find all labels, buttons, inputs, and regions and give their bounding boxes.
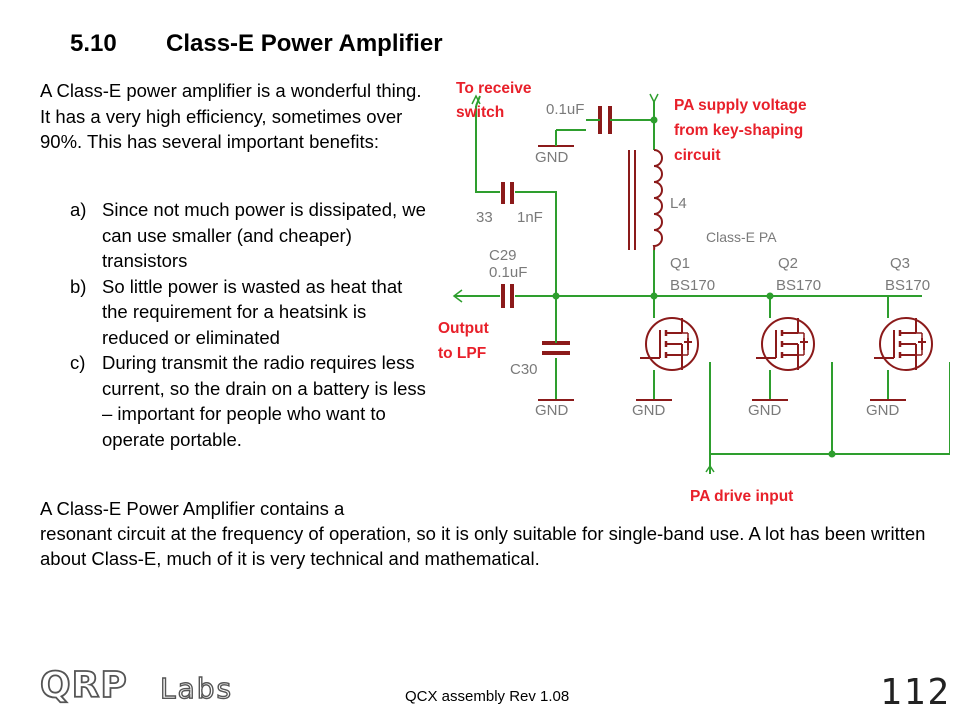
- receive-switch-label: To receive: [456, 80, 532, 97]
- c30-label: C30: [510, 361, 538, 378]
- list-item-text: Since not much power is dissipated, we c…: [102, 199, 426, 271]
- cap-top-value: 0.1uF: [546, 101, 584, 118]
- supply-voltage-label: from key-shaping: [674, 122, 803, 139]
- class-e-pa-label: Class-E PA: [706, 229, 777, 245]
- gnd-label: GND: [632, 402, 666, 419]
- q3-label: Q3: [890, 255, 910, 272]
- body-paragraph-rest: resonant circuit at the frequency of ope…: [40, 523, 926, 569]
- list-item: a) Since not much power is dissipated, we…: [70, 197, 430, 274]
- mosfet-q3: [872, 316, 934, 372]
- cap-33-label: 33: [476, 209, 493, 226]
- q3-part: BS170: [885, 277, 930, 294]
- intro-paragraph: A Class-E power amplifier is a wonderful…: [40, 80, 422, 152]
- gnd-label: GND: [535, 149, 569, 166]
- supply-voltage-label: PA supply voltage: [674, 97, 807, 114]
- arrows: [452, 93, 715, 473]
- supply-voltage-label: circuit: [674, 147, 721, 164]
- list-item-text: During transmit the radio requires less …: [102, 352, 426, 450]
- wires: [454, 95, 950, 474]
- list-item-text: So little power is wasted as heat that t…: [102, 275, 403, 348]
- c29-value: 0.1uF: [489, 264, 527, 281]
- class-e-schematic: 0.1uF GND L4 33 1nF Class-E PA C29 0.1uF…: [438, 80, 950, 505]
- list-item: b) So little power is wasted as heat that…: [70, 274, 430, 351]
- mosfet-q2: [754, 316, 816, 372]
- gnd-label: GND: [748, 402, 782, 419]
- section-number: 5.10: [70, 30, 117, 57]
- receive-switch-label: switch: [456, 104, 504, 121]
- output-lpf-label: Output: [438, 320, 489, 337]
- output-lpf-label: to LPF: [438, 345, 486, 362]
- body-paragraph-line1: A Class-E Power Amplifier contains a: [40, 498, 345, 519]
- junction-dots: [552, 116, 836, 458]
- section-heading: 5.10 Class-E Power Amplifier: [70, 30, 443, 58]
- c29-label: C29: [489, 247, 517, 264]
- benefits-list: a) Since not much power is dissipated, we…: [70, 197, 430, 452]
- qrp-labs-logo: QRP Labs: [40, 664, 233, 707]
- q1-label: Q1: [670, 255, 690, 272]
- list-marker: b): [70, 275, 87, 297]
- inductor-l4: [628, 149, 663, 251]
- gnd-label: GND: [866, 402, 900, 419]
- logo-sub: Labs: [160, 672, 233, 705]
- drive-input-label: PA drive input: [690, 488, 793, 505]
- list-marker: c): [70, 352, 86, 373]
- q2-label: Q2: [778, 255, 798, 272]
- gnd-label: GND: [535, 402, 569, 419]
- cap-1nf-label: 1nF: [517, 209, 543, 226]
- l4-label: L4: [670, 195, 687, 212]
- section-title: Class-E Power Amplifier: [166, 30, 443, 57]
- footer-text: QCX assembly Rev 1.08: [405, 688, 570, 705]
- mosfet-q1: [638, 316, 700, 372]
- q2-part: BS170: [776, 277, 821, 294]
- page-number: 112: [880, 672, 952, 713]
- logo-main: QRP: [40, 665, 128, 706]
- q1-part: BS170: [670, 277, 715, 294]
- list-marker: a): [70, 199, 87, 220]
- list-item: c) During transmit the radio requires les…: [70, 350, 430, 452]
